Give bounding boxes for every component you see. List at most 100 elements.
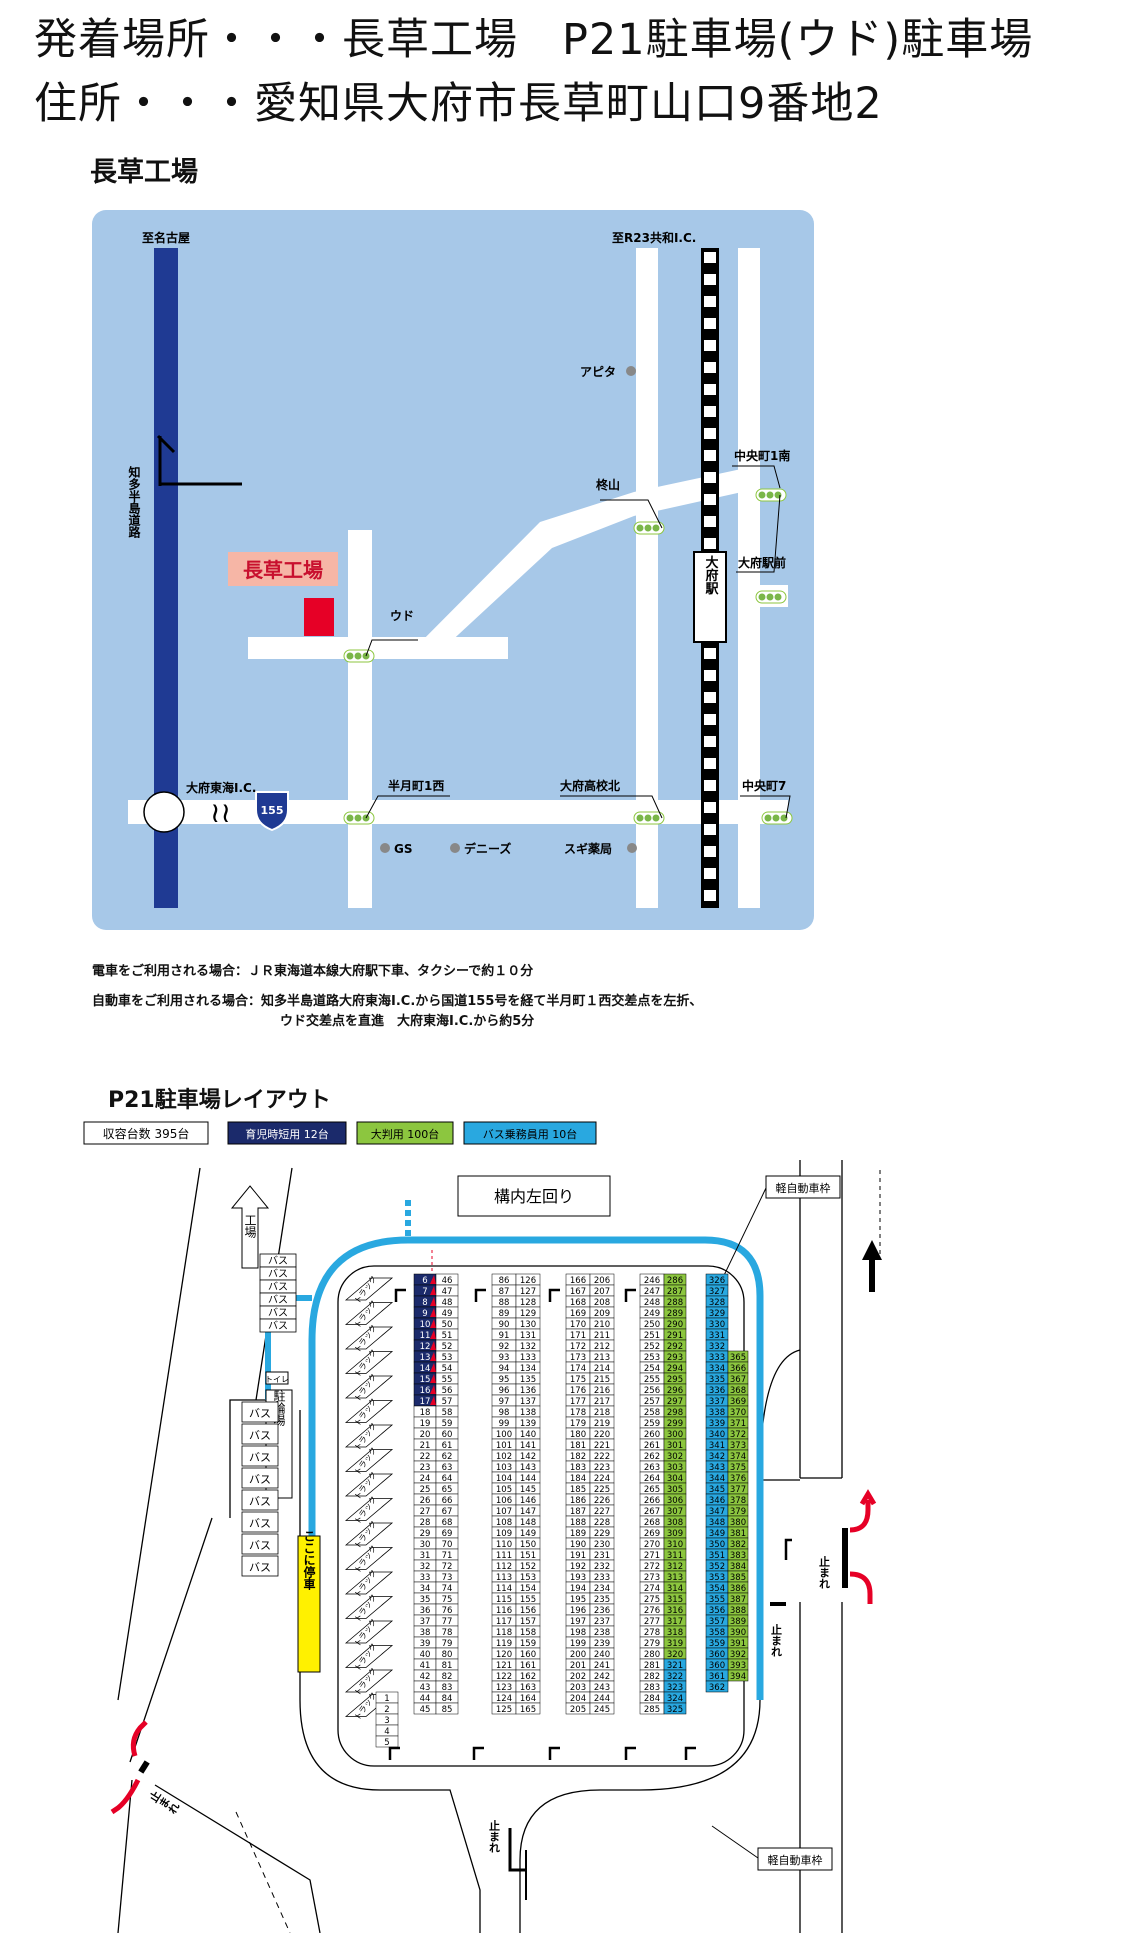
stall-number: 227 [594, 1507, 610, 1517]
stall-number: 276 [644, 1606, 660, 1616]
stall-number: 157 [520, 1617, 536, 1627]
stall-number: 340 [709, 1430, 725, 1440]
stall-number: 251 [644, 1331, 660, 1341]
stall-number: 281 [644, 1661, 660, 1671]
stall-number: 295 [667, 1375, 683, 1385]
stall-number: 305 [667, 1485, 683, 1495]
stall-number: 302 [667, 1452, 683, 1462]
stall-number: 379 [730, 1507, 746, 1517]
stall-number: 174 [570, 1364, 586, 1374]
bus-stall-label: バス [249, 1539, 271, 1552]
stall-number: 263 [644, 1463, 660, 1473]
stall-number: 1 [384, 1694, 389, 1704]
stall-number: 102 [496, 1452, 512, 1462]
stall-number: 165 [520, 1705, 536, 1715]
stall-number: 123 [496, 1683, 512, 1693]
stall-number: 158 [520, 1628, 536, 1638]
stall-number: 291 [667, 1331, 683, 1341]
stall-number: 13 [420, 1353, 431, 1363]
stall-number: 164 [520, 1694, 536, 1704]
stall-number: 385 [730, 1573, 746, 1583]
stall-number: 344 [709, 1474, 725, 1484]
stall-number: 61 [442, 1441, 453, 1451]
stall-number: 70 [442, 1540, 453, 1550]
stall-number: 248 [644, 1298, 660, 1308]
stall-number: 26 [420, 1496, 431, 1506]
stall-number: 3 [384, 1716, 389, 1726]
stall-number: 48 [442, 1298, 453, 1308]
stall-number: 374 [730, 1452, 746, 1462]
stall-number: 255 [644, 1375, 660, 1385]
stall-number: 129 [520, 1309, 536, 1319]
stall-number: 39 [420, 1639, 431, 1649]
bus-stall-label: バス [268, 1294, 288, 1306]
stall-number: 11 [420, 1331, 431, 1341]
stall-number: 258 [644, 1408, 660, 1418]
stall-number: 156 [520, 1606, 536, 1616]
stall-number: 260 [644, 1430, 660, 1440]
stall-number: 144 [520, 1474, 536, 1484]
stall-number: 230 [594, 1540, 610, 1550]
stall-number: 390 [730, 1628, 746, 1638]
stall-number: 104 [496, 1474, 512, 1484]
area-map[interactable]: 大府駅 ≀≀ 155 長草工場 至名古屋 至R23共和I.C. 知多半島道路 ア… [0, 0, 1145, 960]
left-loop-label: 構内左回り [494, 1187, 574, 1206]
stall-number: 140 [520, 1430, 536, 1440]
stall-number: 142 [520, 1452, 536, 1462]
stall-number: 163 [520, 1683, 536, 1693]
stall-number: 384 [730, 1562, 746, 1572]
stall-number: 180 [570, 1430, 586, 1440]
stall-number: 196 [570, 1606, 586, 1616]
stall-number: 130 [520, 1320, 536, 1330]
header-line-1: 発着場所・・・長草工場 P21駐車場(ウド)駐車場 [34, 15, 1034, 65]
stall-number: 368 [730, 1386, 746, 1396]
stall-number: 125 [496, 1705, 512, 1715]
stall-number: 297 [667, 1397, 683, 1407]
stall-number: 296 [667, 1386, 683, 1396]
stall-number: 247 [644, 1287, 660, 1297]
stall-number: 353 [709, 1573, 725, 1583]
stall-number: 107 [496, 1507, 512, 1517]
stall-number: 166 [570, 1276, 586, 1286]
label-udo: ウド [390, 609, 414, 623]
stall-number: 224 [594, 1474, 610, 1484]
stall-number: 329 [709, 1309, 725, 1319]
stall-number: 229 [594, 1529, 610, 1539]
stall-number: 44 [420, 1694, 431, 1704]
stall-number: 173 [570, 1353, 586, 1363]
stall-number: 343 [709, 1463, 725, 1473]
parking-legend: 収容台数 395台 育児時短用 12台 大判用 100台 バス乗務員用 10台 [83, 1121, 597, 1145]
stall-number: 210 [594, 1320, 610, 1330]
bus-stall [241, 1445, 279, 1467]
stall-number: 382 [730, 1540, 746, 1550]
stall-number: 237 [594, 1617, 610, 1627]
stall-number: 99 [499, 1419, 510, 1429]
stall-number: 207 [594, 1287, 610, 1297]
stall-number: 253 [644, 1353, 660, 1363]
stall-number: 190 [570, 1540, 586, 1550]
stall-number: 22 [420, 1452, 431, 1462]
stop-label-left: 止まれ [145, 1788, 181, 1817]
stall-number: 360 [709, 1650, 725, 1660]
stall-number: 345 [709, 1485, 725, 1495]
stall-number: 238 [594, 1628, 610, 1638]
stall-number: 231 [594, 1551, 610, 1561]
stall-number: 145 [520, 1485, 536, 1495]
stall-number: 12 [420, 1342, 431, 1352]
stall-number: 199 [570, 1639, 586, 1649]
stall-number: 225 [594, 1485, 610, 1495]
bus-stall-label: バス [268, 1268, 288, 1280]
stall-number: 139 [520, 1419, 536, 1429]
stall-number: 241 [594, 1661, 610, 1671]
bus-stall-label: バス [268, 1281, 288, 1293]
svg-text:ここに停車: ここに停車 [302, 1530, 316, 1591]
stall-number: 170 [570, 1320, 586, 1330]
stall-number: 272 [644, 1562, 660, 1572]
stall-number: 188 [570, 1518, 586, 1528]
stall-number: 119 [496, 1639, 512, 1649]
truck-stall [344, 1498, 394, 1521]
stall-number: 187 [570, 1507, 586, 1517]
stall-number: 167 [570, 1287, 586, 1297]
